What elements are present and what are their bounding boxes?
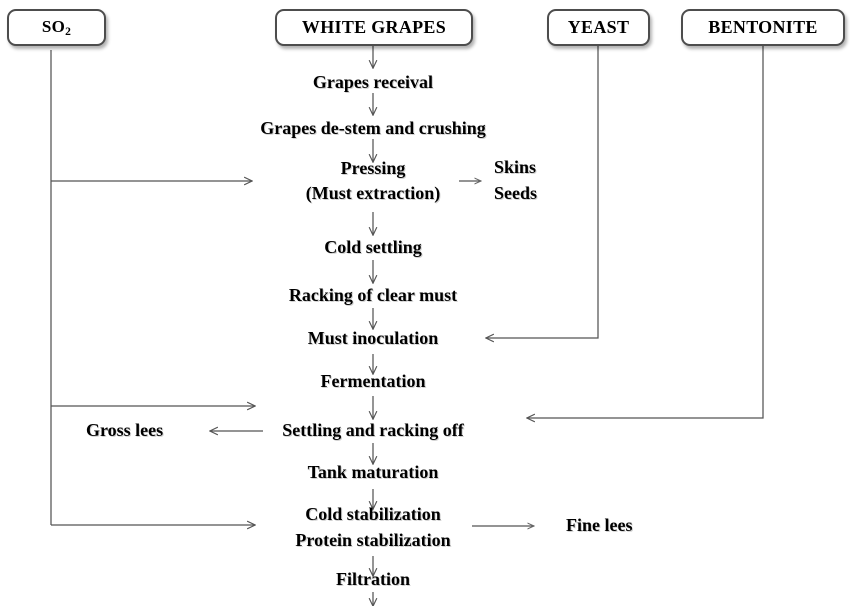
byproduct-gross-lees: Gross lees <box>86 420 164 440</box>
step-filtration: Filtration <box>336 569 410 589</box>
step-must-inoculation: Must inoculation <box>307 328 439 348</box>
step-pressing: Pressing <box>340 158 406 178</box>
step-must-extraction: (Must extraction) <box>305 183 441 203</box>
step-grapes-de-stem-and-crushing: Grapes de-stem and crushing <box>260 118 486 138</box>
step-grapes-receival: Grapes receival <box>312 72 434 92</box>
byproduct-skins: Skins <box>494 157 537 177</box>
byproduct-fine-lees: Fine lees <box>566 515 633 535</box>
step-cold-stabilization: Cold stabilization <box>305 504 441 524</box>
input-box-yeast[interactable]: YEAST <box>547 9 650 46</box>
step-racking-of-clear-must: Racking of clear must <box>288 285 458 305</box>
bentonite-line-to-settling <box>527 46 764 418</box>
step-cold-settling: Cold settling <box>324 237 422 257</box>
input-box-bentonite[interactable]: BENTONITE <box>681 9 845 46</box>
so2-subscript: 2 <box>65 25 72 39</box>
byproduct-seeds: Seeds <box>494 183 538 203</box>
input-box-bentonite-label: BENTONITE <box>708 17 818 37</box>
input-box-so2[interactable]: SO2 <box>7 9 106 46</box>
input-box-yeast-label: YEAST <box>567 17 630 37</box>
step-protein-stabilization: Protein stabilization <box>295 530 451 550</box>
input-box-white-grapes-label: WHITE GRAPES <box>301 17 447 37</box>
input-box-white-grapes[interactable]: WHITE GRAPES <box>275 9 473 46</box>
input-box-so2-label: SO2 <box>41 16 72 39</box>
step-settling-and-racking-off: Settling and racking off <box>282 420 464 440</box>
step-fermentation: Fermentation <box>320 371 426 391</box>
step-tank-maturation: Tank maturation <box>307 462 439 482</box>
